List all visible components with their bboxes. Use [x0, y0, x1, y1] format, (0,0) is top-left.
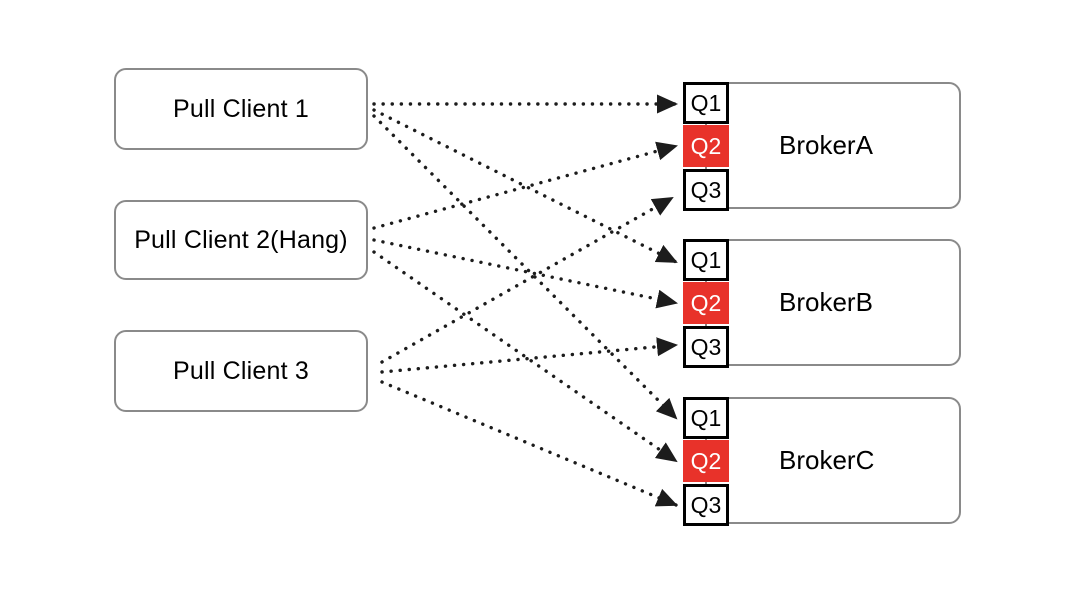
- queue-label: Q3: [690, 491, 722, 518]
- client-label: Pull Client 1: [173, 94, 309, 123]
- client-node-pull-client-1[interactable]: Pull Client 1: [114, 68, 368, 150]
- queue-box-broker-a-q1[interactable]: Q1: [683, 82, 729, 124]
- queue-label: Q3: [690, 176, 722, 203]
- queue-label: Q1: [690, 89, 722, 116]
- broker-card: [705, 397, 961, 524]
- client-label: Pull Client 3: [173, 356, 309, 385]
- client-label: Pull Client 2(Hang): [134, 225, 348, 254]
- client-node-pull-client-2[interactable]: Pull Client 2(Hang): [114, 200, 368, 280]
- connector-lines: [372, 94, 679, 507]
- queue-box-broker-b-q1[interactable]: Q1: [683, 239, 729, 281]
- queue-label: Q3: [690, 333, 722, 360]
- broker-card: [705, 239, 961, 366]
- queue-box-broker-b-q2[interactable]: Q2: [683, 282, 729, 324]
- connector-pull-client-1-to-broker-b-q1: [372, 108, 678, 264]
- connector-pull-client-3-to-broker-b-q3: [380, 337, 679, 374]
- queue-label: Q1: [690, 246, 722, 273]
- queue-label: Q1: [690, 404, 722, 431]
- connector-pull-client-2-to-broker-a-q2: [372, 141, 678, 230]
- broker-card: [705, 82, 961, 209]
- connector-pull-client-1-to-broker-c-q1: [372, 114, 678, 420]
- queue-box-broker-c-q3[interactable]: Q3: [683, 484, 729, 526]
- queue-label: Q2: [690, 289, 722, 316]
- connector-pull-client-2-to-broker-c-q2: [372, 250, 678, 463]
- queue-box-broker-a-q3[interactable]: Q3: [683, 169, 729, 211]
- connector-pull-client-3-to-broker-c-q3: [380, 380, 678, 507]
- broker-label: BrokerB: [779, 287, 873, 317]
- connector-pull-client-3-to-broker-a-q3: [380, 196, 674, 364]
- queue-label: Q2: [690, 447, 722, 474]
- broker-label: BrokerA: [779, 130, 873, 160]
- queue-box-broker-c-q2[interactable]: Q2: [683, 440, 729, 482]
- queue-box-broker-a-q2[interactable]: Q2: [683, 125, 729, 167]
- connector-pull-client-2-to-broker-b-q2: [372, 238, 678, 309]
- queue-box-broker-c-q1[interactable]: Q1: [683, 397, 729, 439]
- queue-label: Q2: [690, 132, 722, 159]
- client-node-pull-client-3[interactable]: Pull Client 3: [114, 330, 368, 412]
- queue-box-broker-b-q3[interactable]: Q3: [683, 326, 729, 368]
- broker-label: BrokerC: [779, 445, 875, 475]
